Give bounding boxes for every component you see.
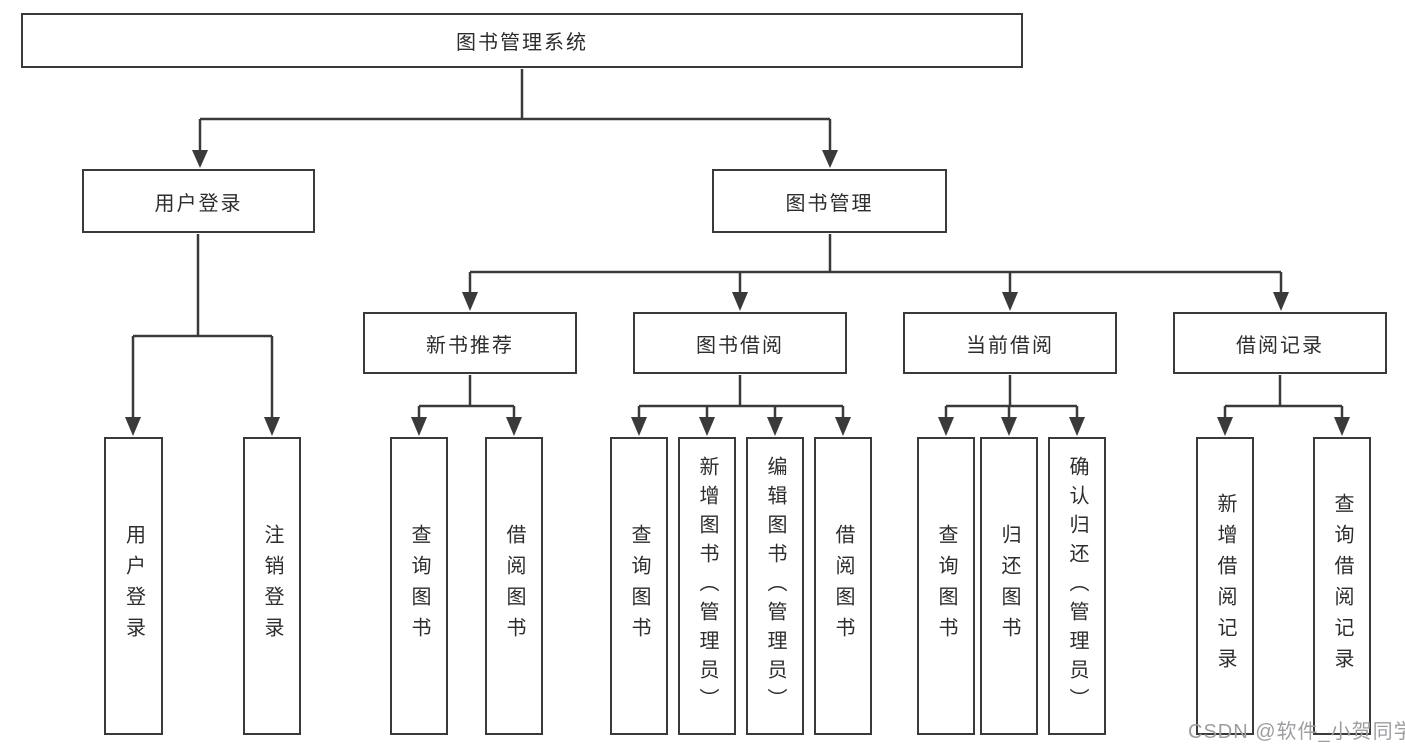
leaf-confirm-return-admin-label: 确认归还（管理员） [1066, 455, 1088, 717]
leaf-return-book: 归还图书 [980, 437, 1038, 735]
node-root-library-system: 图书管理系统 [21, 13, 1023, 68]
node-book-borrowing: 图书借阅 [633, 312, 847, 374]
leaf-borrow-book: 借阅图书 [814, 437, 872, 735]
node-borrowing-records-label: 借阅记录 [1236, 334, 1324, 357]
leaf-add-book-admin: 新增图书（管理员） [678, 437, 736, 735]
leaf-query-borrow-record-label: 查询借阅记录 [1331, 493, 1353, 679]
node-current-borrowing-label: 当前借阅 [966, 334, 1054, 357]
node-book-management: 图书管理 [712, 169, 947, 233]
leaf-edit-book-admin: 编辑图书（管理员） [746, 437, 804, 735]
leaf-query-book-recommend-label: 查询图书 [408, 524, 430, 648]
node-user-login: 用户登录 [82, 169, 315, 233]
leaf-query-book-recommend: 查询图书 [390, 437, 448, 735]
leaf-add-book-admin-label: 新增图书（管理员） [696, 455, 718, 717]
leaf-add-borrow-record-label: 新增借阅记录 [1214, 493, 1236, 679]
node-current-borrowing: 当前借阅 [903, 312, 1117, 374]
leaf-query-book-current-label: 查询图书 [935, 524, 957, 648]
node-user-login-label: 用户登录 [154, 192, 243, 215]
leaf-logout-label: 注销登录 [261, 524, 283, 648]
leaf-query-book-borrowing: 查询图书 [610, 437, 668, 735]
node-book-borrowing-label: 图书借阅 [696, 334, 784, 357]
leaf-query-book-current: 查询图书 [917, 437, 975, 735]
leaf-borrow-book-recommend-label: 借阅图书 [503, 524, 525, 648]
leaf-return-book-label: 归还图书 [998, 524, 1020, 648]
leaf-confirm-return-admin: 确认归还（管理员） [1048, 437, 1106, 735]
leaf-borrow-book-label: 借阅图书 [832, 524, 854, 648]
leaf-query-borrow-record: 查询借阅记录 [1313, 437, 1371, 735]
leaf-borrow-book-recommend: 借阅图书 [485, 437, 543, 735]
leaf-edit-book-admin-label: 编辑图书（管理员） [764, 455, 786, 717]
node-book-management-label: 图书管理 [785, 192, 874, 215]
leaf-logout: 注销登录 [243, 437, 301, 735]
leaf-query-book-borrowing-label: 查询图书 [628, 524, 650, 648]
leaf-user-login-label: 用户登录 [122, 524, 145, 648]
leaf-add-borrow-record: 新增借阅记录 [1196, 437, 1254, 735]
node-root-label: 图书管理系统 [456, 32, 588, 54]
node-new-book-recommend: 新书推荐 [363, 312, 577, 374]
node-borrowing-records: 借阅记录 [1173, 312, 1387, 374]
leaf-user-login: 用户登录 [104, 437, 163, 735]
node-new-book-recommend-label: 新书推荐 [426, 334, 514, 357]
